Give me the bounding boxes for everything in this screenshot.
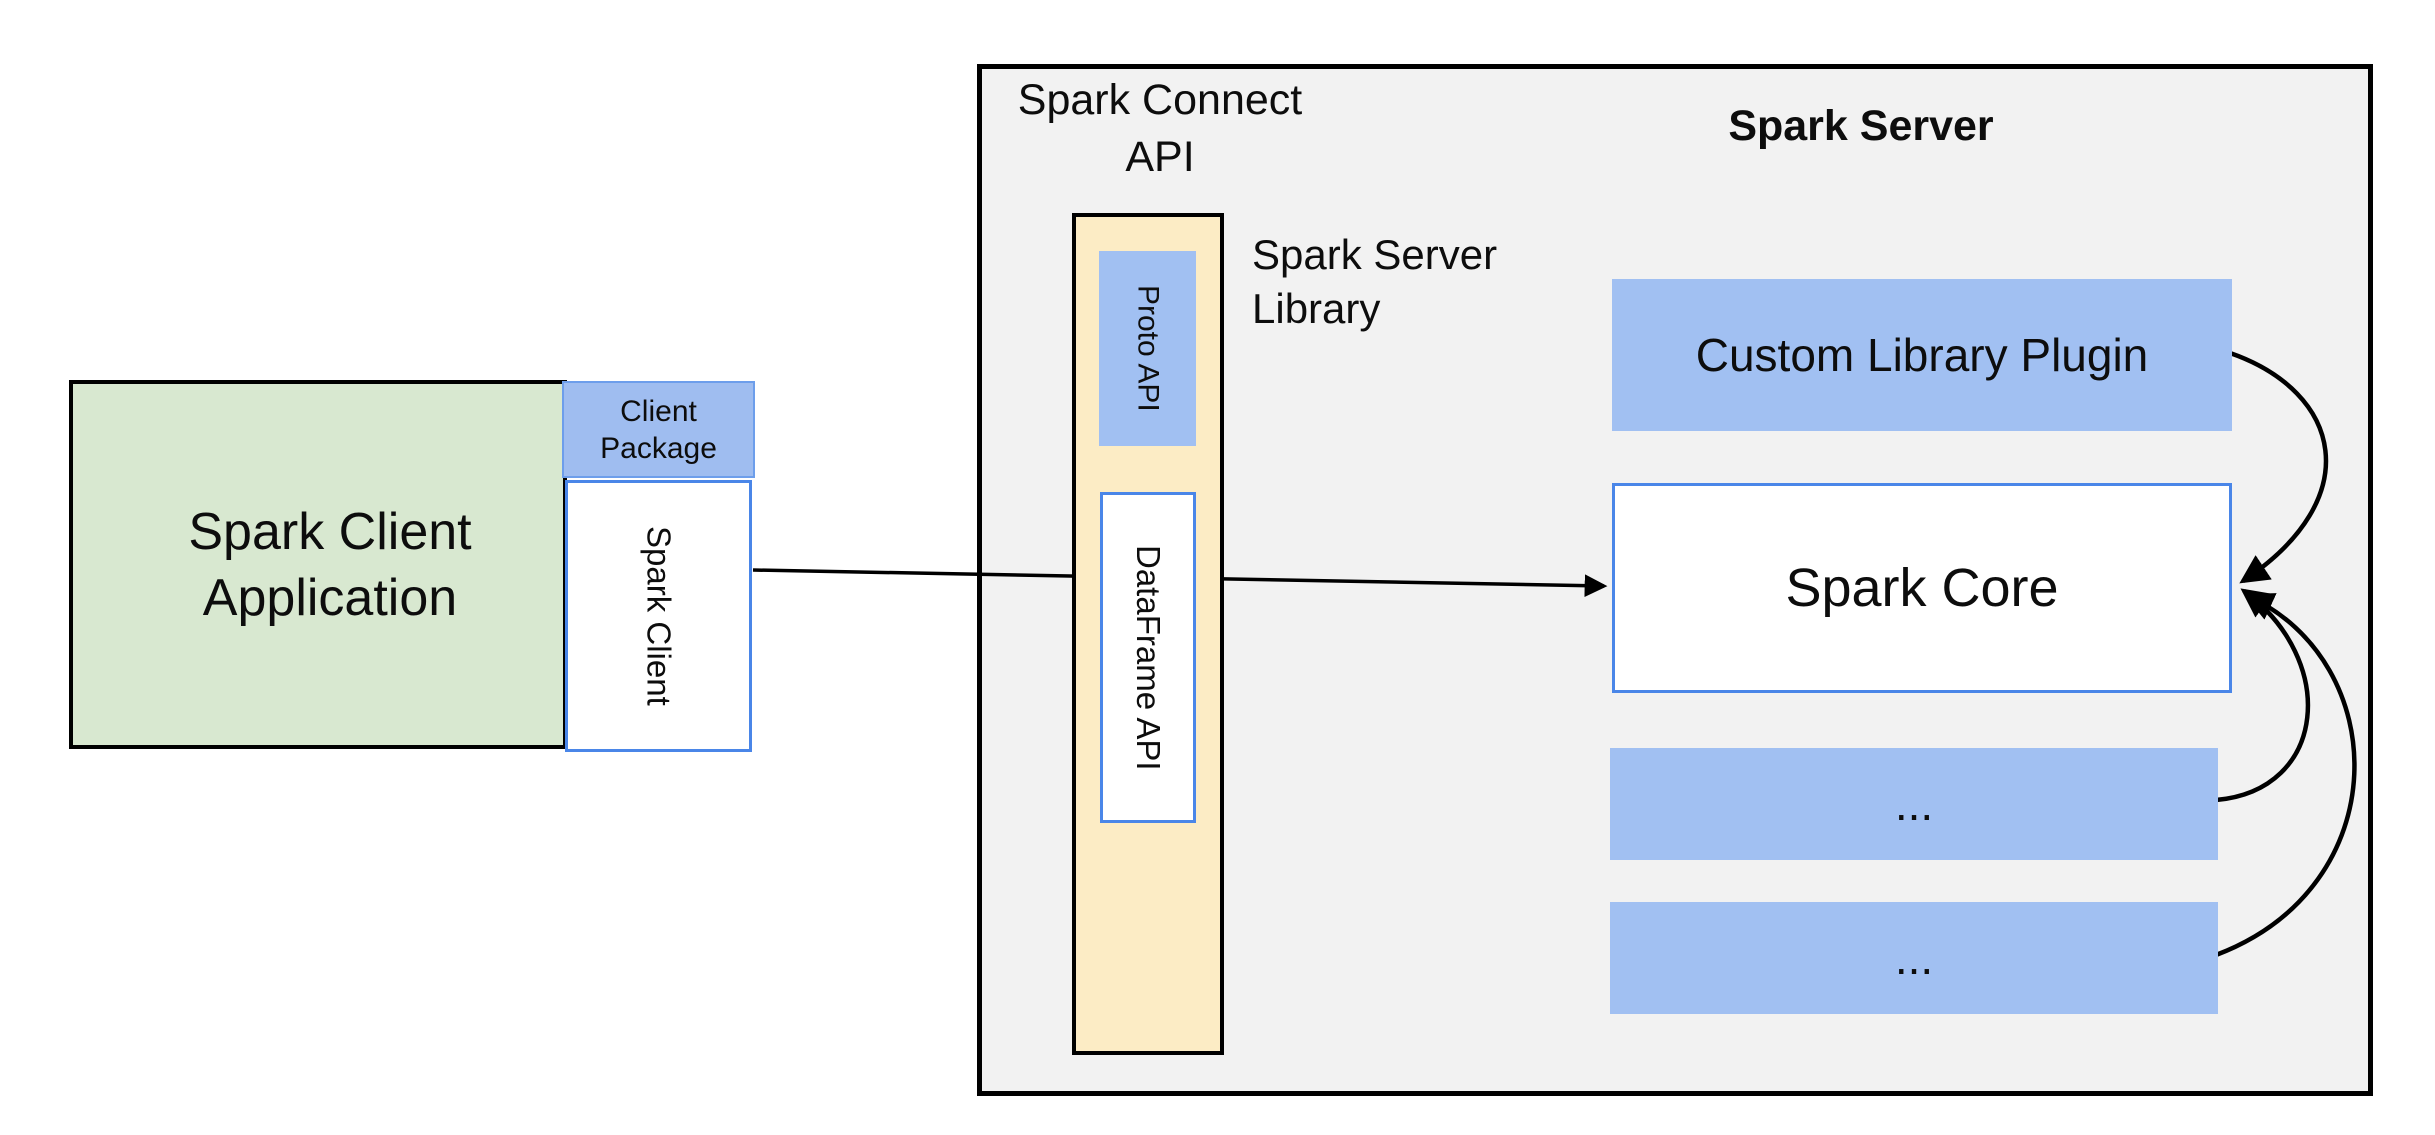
spark-client-application-box: Spark Client Application [69,380,567,749]
spark-connect-api-label: Spark Connect API [1017,76,1303,181]
plugin-slot-box-2: ... [1610,902,2218,1014]
spark-core-box: Spark Core [1612,483,2232,693]
spark-core-label: Spark Core [1785,558,2059,618]
spark-client-box: Spark Client [565,480,752,752]
client-package-label: Client Package [600,394,717,465]
custom-library-plugin-box: Custom Library Plugin [1612,279,2232,431]
custom-library-plugin-label: Custom Library Plugin [1695,329,2149,381]
spark-client-label: Spark Client [640,526,678,706]
plugin-slot-box-1: ... [1610,748,2218,860]
slot2-to-core-arrow [2215,593,2357,958]
client-package-box: Client Package [562,381,755,478]
spark-server-title: Spark Server [1728,102,1994,150]
dataframe-api-label: DataFrame API [1130,544,1167,771]
plugin-to-core-arrow [2229,350,2329,584]
slot1-to-core-arrow [2215,588,2311,803]
plugin-slot-1-label: ... [1894,778,1934,830]
dataframe-api-box: DataFrame API [1100,492,1196,823]
spark-server-library-label: Spark Server Library [1252,231,1498,332]
proto-api-box: Proto API [1099,251,1196,446]
spark-client-application-label: Spark Client Application [188,502,472,627]
plugin-slot-2-label: ... [1894,932,1934,984]
proto-api-label: Proto API [1131,285,1165,412]
